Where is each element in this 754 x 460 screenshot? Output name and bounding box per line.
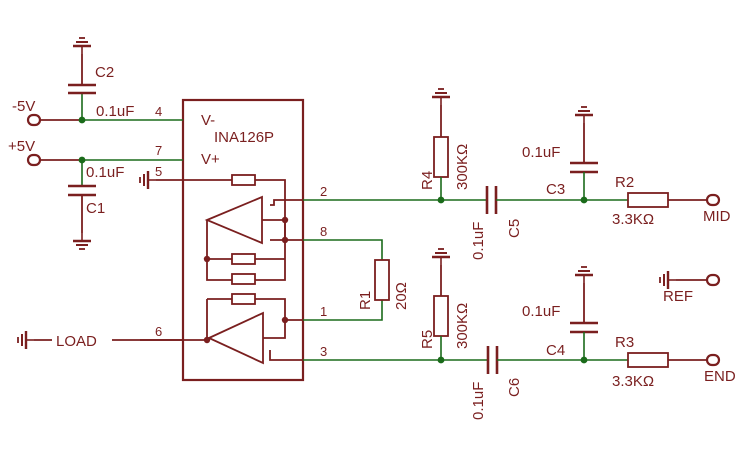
- capacitor-c4: [570, 283, 598, 360]
- internal-resistor-b: [231, 273, 256, 285]
- capacitor-c5: [485, 186, 498, 214]
- junction-c4: [580, 356, 588, 364]
- ground-icon: [71, 36, 93, 56]
- c1-name: C1: [86, 200, 105, 217]
- r4-value: 300KΩ: [454, 144, 471, 190]
- pin-number-1: 1: [320, 304, 327, 319]
- r3-name: R3: [615, 334, 634, 351]
- ground-icon: [658, 269, 678, 291]
- end-label: END: [704, 368, 736, 385]
- ground-icon: [71, 231, 93, 251]
- opamp-upper: [204, 195, 263, 245]
- pad-ref[interactable]: [705, 273, 721, 287]
- r4-name: R4: [419, 171, 436, 190]
- c4-value: 0.1uF: [522, 303, 560, 320]
- mid-label: MID: [703, 208, 731, 225]
- c1-value: 0.1uF: [86, 164, 124, 181]
- ground-icon: [430, 247, 452, 267]
- pin-number-8: 8: [320, 224, 327, 239]
- internal-resistor-a: [231, 253, 256, 265]
- ground-icon: [16, 329, 36, 351]
- ic-vneg-label: V-: [201, 112, 215, 129]
- r5-value: 300KΩ: [454, 303, 471, 349]
- ground-icon: [573, 265, 595, 285]
- pin-number-5: 5: [155, 164, 162, 179]
- capacitor-c2: [68, 54, 96, 120]
- junction-c1: [78, 156, 86, 164]
- pin-number-4: 4: [155, 104, 162, 119]
- c6-value: 0.1uF: [470, 382, 487, 420]
- ref-label: REF: [663, 288, 693, 305]
- pad-end[interactable]: [705, 353, 721, 367]
- pos-supply-label: +5V: [8, 138, 35, 155]
- r5-name: R5: [419, 330, 436, 349]
- c3-value: 0.1uF: [522, 144, 560, 161]
- c6-name: C6: [506, 378, 523, 397]
- pin-number-7: 7: [155, 143, 162, 158]
- ic-vpos-label: V+: [201, 151, 220, 168]
- r3-value: 3.3KΩ: [612, 373, 654, 390]
- internal-resistor-c: [231, 293, 256, 305]
- pin-number-2: 2: [320, 184, 327, 199]
- r2-name: R2: [615, 174, 634, 191]
- resistor-r2: [627, 192, 669, 208]
- r1-name: R1: [357, 291, 374, 310]
- neg-supply-label: -5V: [12, 98, 35, 115]
- junction-c2: [78, 116, 86, 124]
- r1-value: 20Ω: [393, 282, 410, 310]
- resistor-r1: [374, 259, 390, 301]
- resistor-r4: [433, 105, 449, 200]
- c2-value: 0.1uF: [96, 103, 134, 120]
- pad-mid[interactable]: [705, 193, 721, 207]
- c5-name: C5: [506, 219, 523, 238]
- internal-resistor-pin5: [231, 174, 256, 186]
- capacitor-c1: [68, 160, 96, 233]
- resistor-r3: [627, 352, 669, 368]
- ic-part-label: INA126P: [214, 129, 274, 146]
- ground-icon: [430, 87, 452, 107]
- c4-name: C4: [546, 342, 565, 359]
- ground-icon: [138, 169, 158, 191]
- capacitor-c3: [570, 123, 598, 200]
- capacitor-c6: [486, 346, 499, 374]
- ground-icon: [573, 105, 595, 125]
- load-label: LOAD: [56, 333, 97, 350]
- junction-c3: [580, 196, 588, 204]
- pin1-wire: [303, 300, 383, 321]
- pad-pos-supply[interactable]: [26, 153, 42, 167]
- opamp-lower: [206, 311, 264, 365]
- junction-r5: [437, 356, 445, 364]
- pin-number-6: 6: [155, 324, 162, 339]
- ic-internal-nodes: [203, 216, 289, 344]
- c5-value: 0.1uF: [470, 222, 487, 260]
- resistor-r5: [433, 265, 449, 360]
- pad-neg-supply[interactable]: [26, 113, 42, 127]
- pin8-wire: [303, 239, 383, 260]
- r2-value: 3.3KΩ: [612, 211, 654, 228]
- c2-name: C2: [95, 64, 114, 81]
- pin-number-3: 3: [320, 344, 327, 359]
- c3-name: C3: [546, 181, 565, 198]
- junction-r4: [437, 196, 445, 204]
